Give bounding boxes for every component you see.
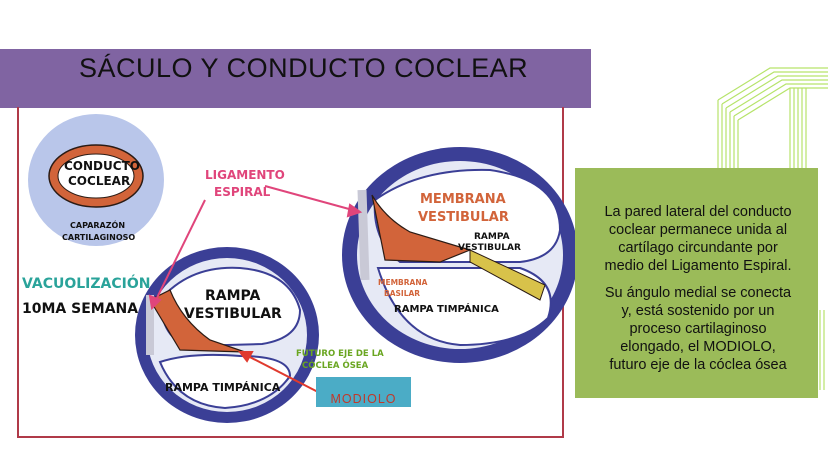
conducto-coclear-section — [28, 114, 164, 246]
conducto-label-2: COCLEAR — [68, 174, 130, 188]
rampa-timpanica-label: RAMPA TIMPÁNICA — [165, 381, 281, 394]
membrana-basilar-label-2: BASILAR — [384, 289, 420, 298]
membrana-vestibular-label-1: MEMBRANA — [420, 192, 506, 207]
rampa-vestibular2-label-2: VESTIBULAR — [458, 243, 521, 253]
caparazon-label-2: CARTILAGINOSO — [62, 233, 135, 242]
rampa-vestibular2-label-1: RAMPA — [474, 232, 510, 242]
rampa-vestibular-label-2: VESTIBULAR — [184, 306, 282, 322]
modiolo-arrow — [237, 351, 319, 393]
description-paragraph-2: Su ángulo medial se conecta y, está sost… — [604, 285, 792, 373]
membrana-basilar-label-1: MEMBRANA — [378, 278, 428, 287]
ligamento-label-2: ESPIRAL — [214, 185, 271, 199]
description-panel — [575, 168, 818, 398]
adult-cochlea-section — [342, 147, 578, 363]
description-paragraph-1: La pared lateral del conducto coclear pe… — [604, 204, 792, 274]
semana-label: 10MA SEMANA — [22, 301, 138, 317]
futuro-eje-label-2: CÓCLEA ÓSEA — [302, 359, 369, 371]
description-text: La pared lateral del conducto coclear pe… — [604, 203, 792, 383]
ligamento-label-1: LIGAMENTO — [205, 168, 285, 182]
futuro-eje-label-1: FUTURO EJE DE LA — [296, 349, 384, 359]
ligamento-arrows — [148, 185, 363, 311]
conducto-label-1: CONDUCTO — [64, 159, 140, 173]
caparazon-label-1: CAPARAZÓN — [70, 219, 125, 230]
page-title: SÁCULO Y CONDUCTO COCLEAR — [79, 53, 529, 83]
modiolo-box: MODIOLO — [316, 377, 411, 407]
title-bar — [0, 49, 591, 108]
vacuolization-section — [135, 247, 319, 423]
decorative-green-lines — [717, 67, 828, 390]
vacuolizacion-label: VACUOLIZACIÓN — [22, 274, 150, 292]
membrana-vestibular-label-2: VESTIBULAR — [418, 210, 509, 225]
rampa-vestibular-label-1: RAMPA — [205, 288, 261, 304]
rampa-timpanica2-label: RAMPA TIMPÁNICA — [394, 302, 499, 315]
